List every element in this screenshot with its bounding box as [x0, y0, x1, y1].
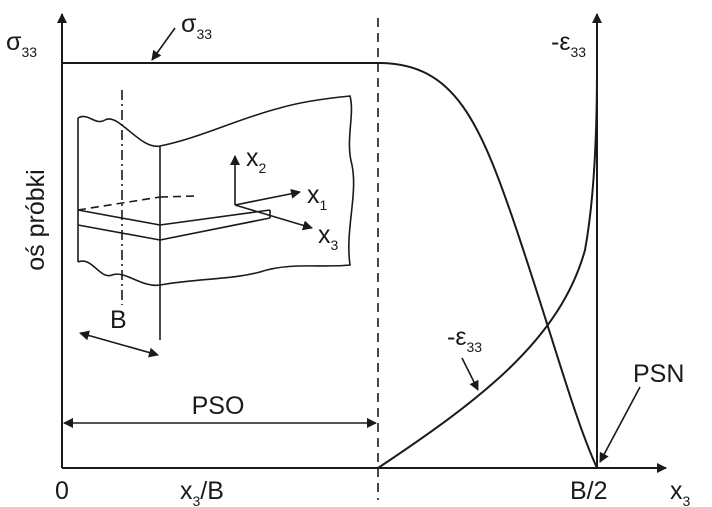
eps-axis-sub: 33	[570, 44, 586, 60]
coord-x2-sub: 2	[259, 160, 267, 176]
eps-axis-label: -ε	[551, 28, 570, 56]
x-end-label: B/2	[570, 477, 608, 505]
sigma-axis-sub: 33	[21, 44, 37, 60]
sigma33-curve	[62, 62, 598, 469]
psn-label: PSN	[633, 360, 684, 388]
local-coordinate-system	[230, 155, 313, 231]
specimen-drawing	[77, 90, 355, 358]
svg-text:σ33: σ33	[6, 28, 37, 60]
coord-x3-sub: 3	[331, 237, 339, 253]
x-axis-label: x	[670, 477, 683, 505]
svg-text:x3: x3	[670, 477, 691, 507]
pso-label: PSO	[192, 392, 245, 420]
x-mid-sub: 3	[193, 493, 201, 507]
coord-x1-sub: 1	[320, 197, 328, 213]
coord-x2-label: x	[246, 144, 259, 172]
svg-text:-ε33: -ε33	[551, 28, 586, 60]
eps33-curve	[377, 67, 598, 469]
eps33-curve-pointer	[461, 357, 479, 391]
sigma-pointer-label: σ	[181, 10, 197, 38]
svg-text:x1: x1	[307, 181, 328, 213]
svg-text:-ε33: -ε33	[447, 323, 482, 355]
width-dimension	[79, 330, 159, 358]
origin-label: 0	[55, 477, 69, 505]
coord-x3-label: x	[318, 221, 331, 249]
svg-text:x3/B: x3/B	[180, 477, 224, 507]
x-mid-suffix: /B	[200, 477, 224, 505]
psn-pointer	[599, 386, 641, 463]
eps-curve-sub: 33	[466, 339, 482, 355]
eps-curve-label: -ε	[447, 323, 466, 351]
svg-text:x3: x3	[318, 221, 339, 253]
width-label: B	[110, 306, 127, 334]
coord-x1-label: x	[307, 181, 320, 209]
y-axis-title: oś próbki	[22, 169, 50, 270]
x-axis-sub: 3	[683, 493, 691, 507]
sigma-pointer-sub: 33	[196, 26, 212, 42]
sigma-axis-label: σ	[6, 28, 22, 56]
svg-text:σ33: σ33	[181, 10, 212, 42]
svg-text:x2: x2	[246, 144, 267, 176]
sigma33-pointer	[151, 27, 176, 61]
x-mid-label: x	[180, 477, 193, 505]
